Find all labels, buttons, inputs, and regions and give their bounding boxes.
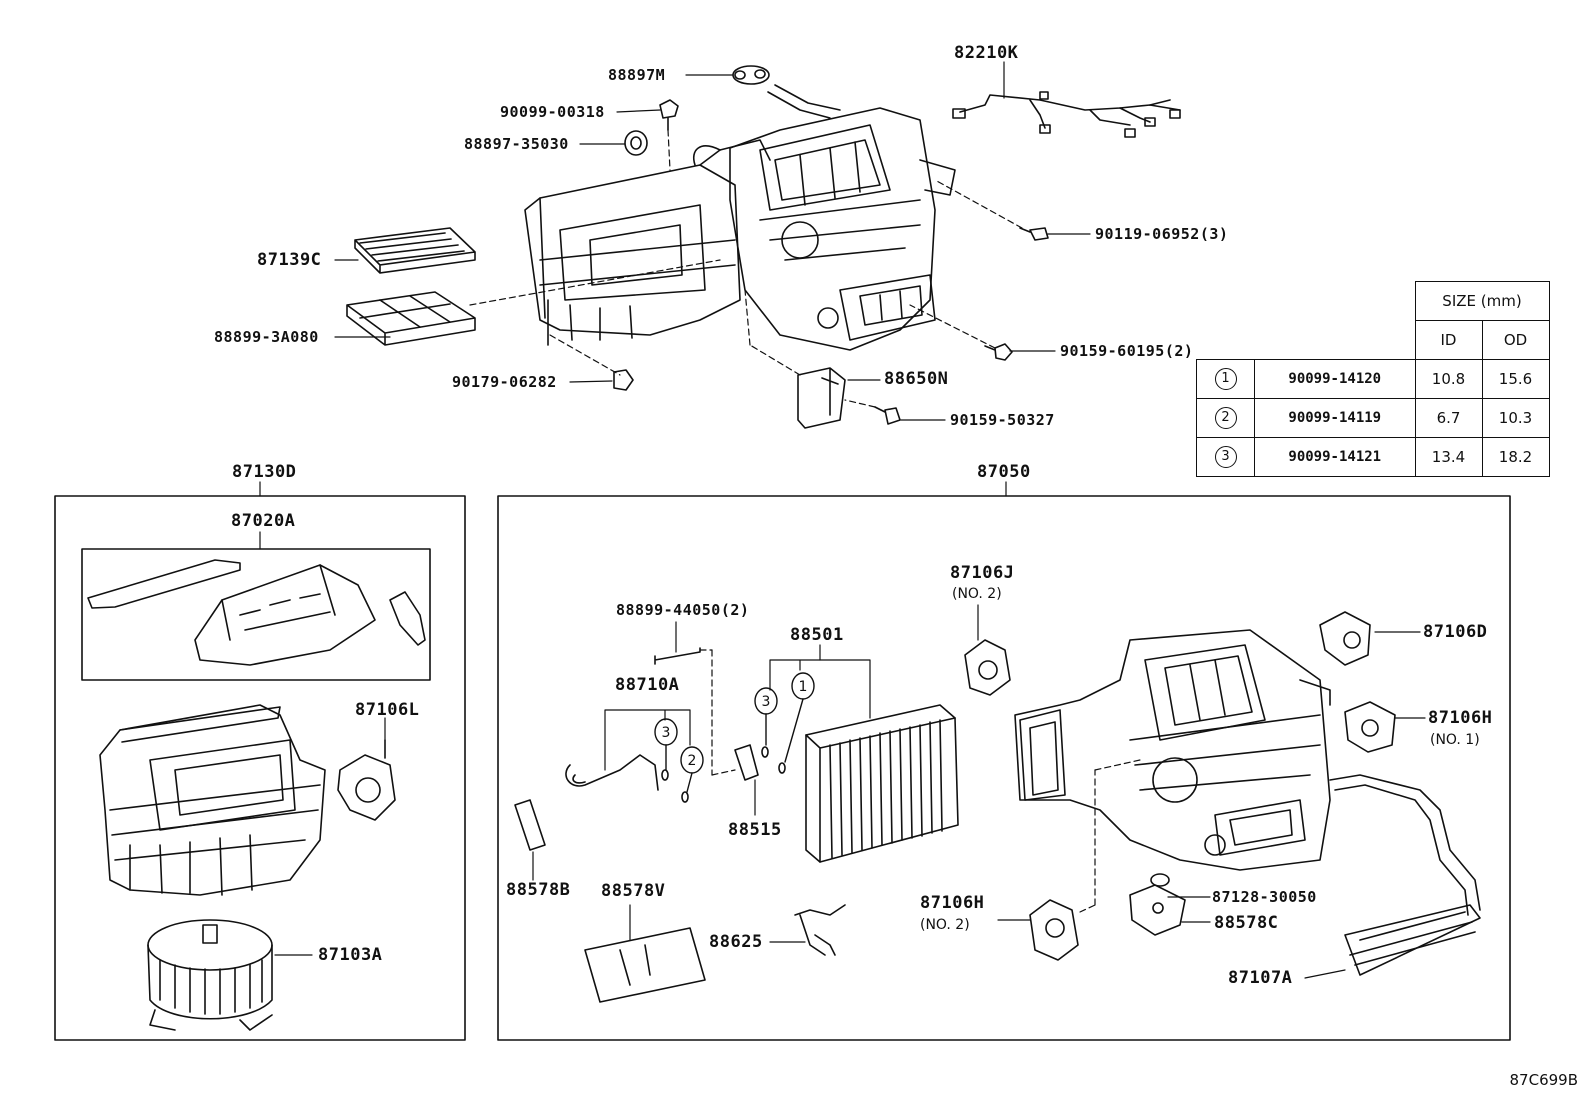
hvac-unit-assembly-top — [346, 65, 1181, 429]
label-88899-3A080: 88899-3A080 — [214, 328, 319, 346]
callout-circles — [654, 672, 815, 793]
label-87106H-no2-sub: (NO. 2) — [920, 917, 970, 933]
label-87107A: 87107A — [1228, 968, 1293, 988]
label-82210K: 82210K — [954, 43, 1019, 63]
label-87130D: 87130D — [232, 462, 297, 482]
row-id-value: 6.7 — [1414, 398, 1483, 438]
row-number-circle: 2 — [1214, 407, 1237, 429]
size-table-row: 2 90099-14119 6.7 10.3 — [1196, 398, 1550, 438]
row-od-value: 10.3 — [1481, 398, 1550, 438]
label-88578C: 88578C — [1214, 913, 1279, 933]
label-88899-44050: 88899-44050(2) — [616, 601, 750, 619]
row-part-number: 90099-14120 — [1254, 359, 1416, 399]
label-87106J-sub: (NO. 2) — [952, 586, 1002, 602]
label-87128-30050: 87128-30050 — [1212, 888, 1317, 906]
callout-3-lower: 3 — [662, 725, 671, 741]
label-87106J: 87106J — [950, 563, 1015, 583]
label-87106D: 87106D — [1423, 622, 1488, 642]
row-id-value: 10.8 — [1414, 359, 1483, 399]
diagram-reference-code: 87C699B — [1509, 1071, 1578, 1089]
size-table: SIZE (mm) ID OD 1 90099-14120 10.8 15.6 … — [1196, 281, 1550, 477]
callout-1-upper: 1 — [799, 679, 808, 695]
label-90159-50327: 90159-50327 — [950, 411, 1055, 429]
label-87139C: 87139C — [257, 250, 322, 270]
label-88897-35030: 88897-35030 — [464, 135, 569, 153]
box-87130D — [54, 481, 466, 1041]
label-88501: 88501 — [790, 625, 844, 645]
box-87050 — [497, 481, 1511, 1041]
callout-2-lower: 2 — [688, 753, 697, 769]
label-88650N: 88650N — [884, 369, 949, 389]
label-87106H-no2: 87106H — [920, 893, 985, 913]
label-88897M: 88897M — [608, 66, 666, 84]
dashed-guide-lines-bottom — [699, 649, 1141, 913]
label-90159-60195: 90159-60195(2) — [1060, 342, 1194, 360]
leader-lines-top — [334, 61, 1091, 421]
label-88578V: 88578V — [601, 881, 666, 901]
label-87106H-no1-sub: (NO. 1) — [1430, 732, 1480, 748]
size-table-header: SIZE (mm) — [1414, 281, 1550, 321]
label-87050: 87050 — [977, 462, 1031, 482]
size-table-row: 3 90099-14121 13.4 18.2 — [1196, 437, 1550, 477]
label-90179-06282: 90179-06282 — [452, 373, 557, 391]
size-table-col-id: ID — [1414, 320, 1483, 360]
callout-3-upper: 3 — [762, 694, 771, 710]
row-number-circle: 1 — [1214, 368, 1237, 390]
dashed-guide-lines-top — [469, 129, 1023, 408]
label-87106H-no1: 87106H — [1428, 708, 1493, 728]
size-table-col-od: OD — [1481, 320, 1550, 360]
row-od-value: 15.6 — [1481, 359, 1550, 399]
size-table-row: 1 90099-14120 10.8 15.6 — [1196, 359, 1550, 399]
row-od-value: 18.2 — [1481, 437, 1550, 477]
label-90119-06952: 90119-06952(3) — [1095, 225, 1229, 243]
label-88710A: 88710A — [615, 675, 680, 695]
row-number-circle: 3 — [1214, 446, 1237, 468]
row-part-number: 90099-14119 — [1254, 398, 1416, 438]
row-part-number: 90099-14121 — [1254, 437, 1416, 477]
label-88515: 88515 — [728, 820, 782, 840]
label-87103A: 87103A — [318, 945, 383, 965]
label-88578B: 88578B — [506, 880, 571, 900]
label-90099-00318: 90099-00318 — [500, 103, 605, 121]
row-id-value: 13.4 — [1414, 437, 1483, 477]
label-87106L: 87106L — [355, 700, 420, 720]
label-87020A: 87020A — [231, 511, 296, 531]
label-88625: 88625 — [709, 932, 763, 952]
